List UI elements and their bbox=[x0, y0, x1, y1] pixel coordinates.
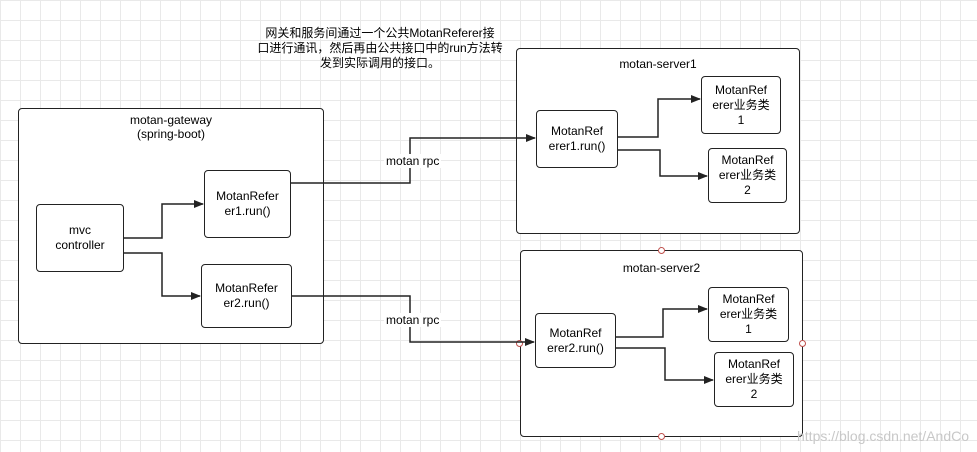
rpc-label-2: motan rpc bbox=[384, 313, 442, 327]
server2-service1-node[interactable]: MotanRef erer业务类 1 bbox=[708, 287, 789, 342]
server1-service2-node[interactable]: MotanRef erer业务类 2 bbox=[708, 148, 787, 203]
description-note: 网关和服务间通过一个公共MotanReferer接 口进行通讯，然后再由公共接口… bbox=[257, 26, 503, 70]
gateway-referer2-node[interactable]: MotanRefer er2.run() bbox=[201, 264, 292, 328]
server2-referer-node[interactable]: MotanRef erer2.run() bbox=[535, 313, 616, 368]
gateway-referer1-node[interactable]: MotanRefer er1.run() bbox=[204, 170, 291, 238]
server1-service1-node[interactable]: MotanRef erer业务类 1 bbox=[701, 76, 781, 134]
selection-handle-top[interactable] bbox=[658, 247, 665, 254]
mvc-controller-node[interactable]: mvc controller bbox=[36, 204, 124, 272]
server1-title: motan-server1 bbox=[619, 57, 697, 71]
selection-handle-bottom[interactable] bbox=[658, 433, 665, 440]
watermark: https://blog.csdn.net/AndCo bbox=[797, 428, 969, 444]
rpc-label-1: motan rpc bbox=[384, 154, 442, 168]
server2-title: motan-server2 bbox=[622, 261, 701, 275]
selection-handle-left[interactable] bbox=[516, 340, 523, 347]
gateway-title: motan-gateway (spring-boot) bbox=[129, 113, 213, 141]
server2-service2-node[interactable]: MotanRef erer业务类 2 bbox=[714, 352, 794, 407]
selection-handle-right[interactable] bbox=[799, 340, 806, 347]
server1-referer-node[interactable]: MotanRef erer1.run() bbox=[536, 110, 618, 168]
